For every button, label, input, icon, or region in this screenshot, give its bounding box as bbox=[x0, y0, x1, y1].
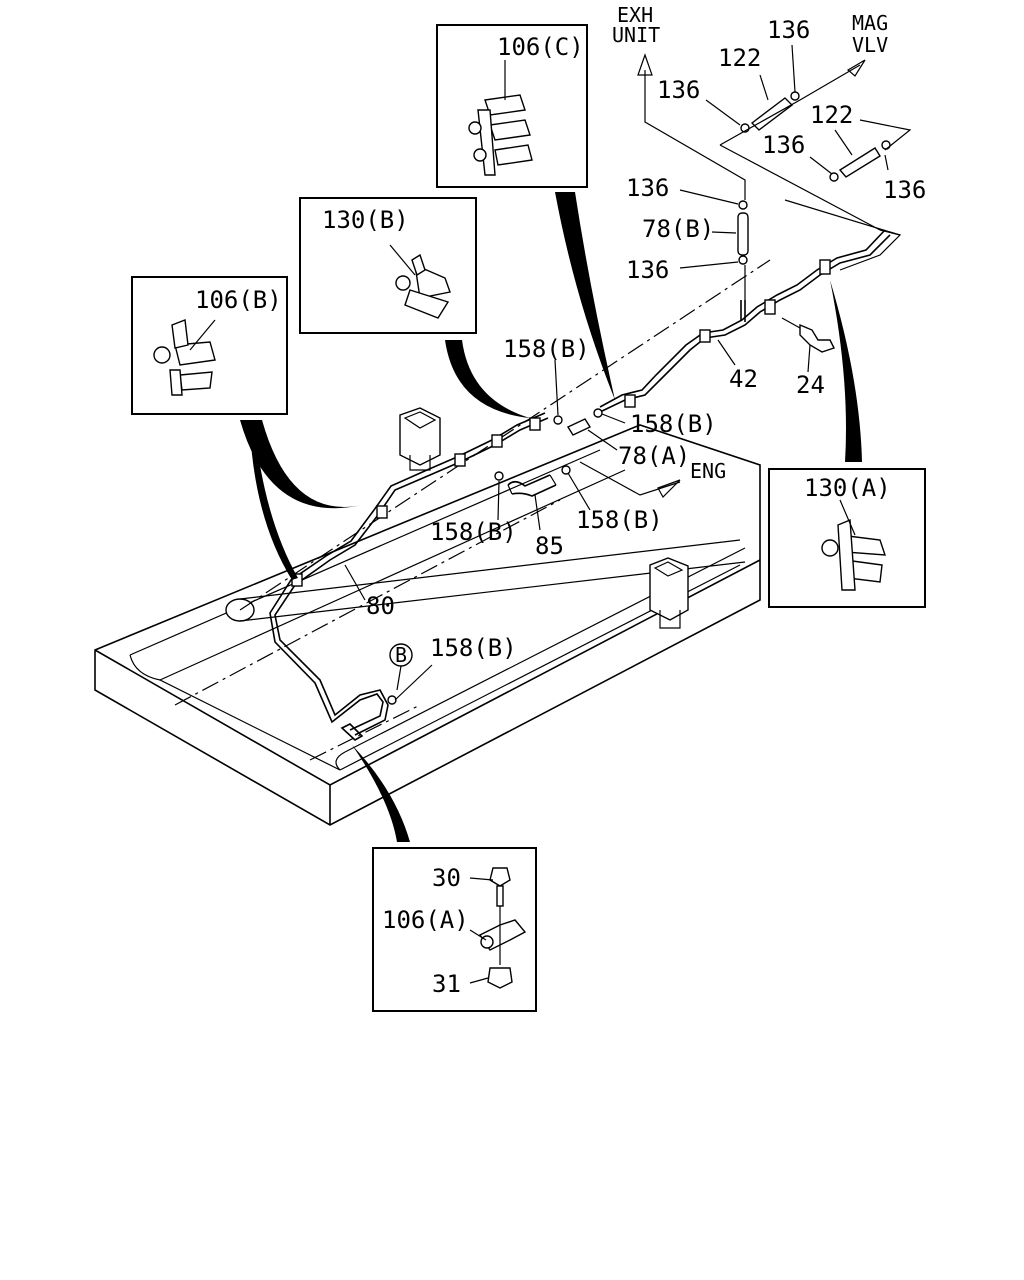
nut-31-drawing bbox=[487, 967, 513, 989]
label-136-top: 136 bbox=[767, 16, 810, 44]
label-31: 31 bbox=[432, 970, 461, 998]
callout-106b bbox=[131, 276, 362, 580]
label-circle-b: B bbox=[395, 643, 407, 667]
label-42: 42 bbox=[729, 365, 758, 393]
label-80: 80 bbox=[366, 592, 395, 620]
label-158b-4: 158(B) bbox=[576, 506, 663, 534]
pipe-80 bbox=[269, 412, 549, 741]
callout-bottom-pointer bbox=[352, 745, 410, 842]
callout-106b-pointer-2 bbox=[250, 430, 298, 580]
hose-122-upper bbox=[740, 91, 800, 133]
label-136-upper: 136 bbox=[626, 174, 669, 202]
label-eng: ENG bbox=[690, 459, 726, 483]
callout-130a bbox=[768, 280, 926, 608]
label-78b: 78(B) bbox=[642, 215, 714, 243]
callout-130a-pointer bbox=[830, 280, 862, 462]
hose-122-lower bbox=[829, 140, 891, 182]
callout-130b bbox=[299, 197, 530, 418]
label-exh: EXH bbox=[617, 3, 653, 27]
frame-rail bbox=[94, 259, 771, 826]
label-106c: 106(C) bbox=[497, 33, 584, 61]
pipe-clips bbox=[291, 259, 831, 587]
label-136-right: 136 bbox=[883, 176, 926, 204]
label-78a: 78(A) bbox=[618, 442, 690, 470]
clip-106c-drawing bbox=[468, 94, 533, 176]
label-mag: MAG bbox=[852, 11, 888, 35]
callout-130b-pointer bbox=[445, 340, 530, 418]
label-130a: 130(A) bbox=[804, 474, 891, 502]
label-24: 24 bbox=[796, 371, 825, 399]
callout-106b-pointer bbox=[240, 420, 362, 509]
frame-post-left bbox=[399, 407, 441, 471]
routing-lines bbox=[579, 53, 912, 498]
label-136-left: 136 bbox=[657, 76, 700, 104]
bolt-24 bbox=[781, 317, 835, 353]
label-136-mid: 136 bbox=[762, 131, 805, 159]
label-unit: UNIT bbox=[612, 23, 660, 47]
frame-post-right bbox=[649, 557, 689, 629]
callout-106c bbox=[436, 24, 615, 400]
label-vlv: VLV bbox=[852, 33, 888, 57]
label-130b: 130(B) bbox=[322, 206, 409, 234]
clamps-158b bbox=[387, 408, 603, 705]
bolt-30-drawing bbox=[489, 867, 511, 907]
label-122-top: 122 bbox=[718, 44, 761, 72]
hose-78b bbox=[737, 200, 749, 265]
label-106b: 106(B) bbox=[195, 286, 282, 314]
label-106a: 106(A) bbox=[382, 906, 469, 934]
hose-78a bbox=[566, 418, 592, 436]
callout-bottom bbox=[352, 745, 537, 1012]
label-158b-3: 158(B) bbox=[430, 518, 517, 546]
clip-130a-drawing bbox=[821, 518, 886, 591]
label-158b-5: 158(B) bbox=[430, 634, 517, 662]
clip-106b-drawing bbox=[153, 319, 216, 396]
callout-106c-pointer bbox=[555, 192, 615, 400]
text-labels: EXH UNIT MAG VLV ENG 106(C) 130(B) 106(B… bbox=[195, 3, 926, 998]
label-85: 85 bbox=[535, 532, 564, 560]
clip-130b-drawing bbox=[395, 253, 451, 319]
label-122-right: 122 bbox=[810, 101, 853, 129]
hose-85 bbox=[507, 474, 557, 497]
marker-circle-b bbox=[389, 643, 413, 691]
label-30: 30 bbox=[432, 864, 461, 892]
label-158b-2: 158(B) bbox=[630, 410, 717, 438]
label-158b-1: 158(B) bbox=[503, 335, 590, 363]
label-136-lower: 136 bbox=[626, 256, 669, 284]
leader-lines bbox=[189, 44, 889, 984]
